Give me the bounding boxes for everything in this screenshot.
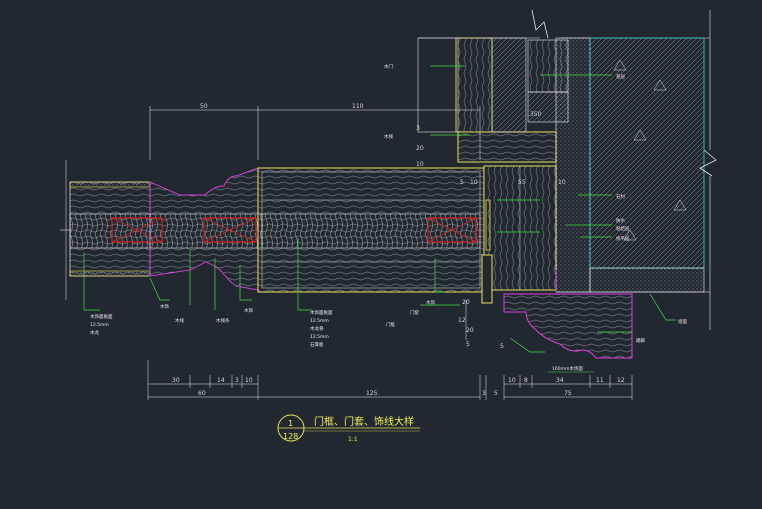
label-r1: 石材 (616, 193, 625, 200)
sheet-number: 128 (283, 432, 298, 441)
bottom-dim-r75: 75 (564, 390, 572, 397)
label-r4: 找平层 (616, 235, 630, 242)
inner-dim-20b: 20 (462, 299, 470, 306)
label-r6: 墙面 (678, 318, 687, 325)
label-stack-2: 12.5mm (310, 318, 329, 324)
bottom-dim-r8: 8 (524, 377, 528, 384)
bottom-dim-r10: 10 (508, 377, 516, 384)
label-mid-3: 木线条 (216, 317, 230, 324)
inner-dim-12: 12 (458, 317, 466, 324)
label-stack-1: 木饰面板面 (310, 309, 333, 316)
inner-dim-20c: 20 (466, 327, 474, 334)
bottom-dim-60: 60 (198, 390, 206, 397)
label-mid-1: 木饰 (160, 303, 169, 310)
detail-number: 1 (288, 419, 293, 428)
bottom-dim-14: 14 (217, 377, 225, 384)
inner-dim-5b: 5 (466, 341, 470, 348)
label-stack-4: 12.5mm (310, 334, 329, 340)
bottom-dim-r11: 11 (596, 377, 604, 384)
inner-dim-5c: 5 (500, 343, 504, 350)
leader-lines (83, 65, 676, 353)
right-casing-moulding (503, 293, 633, 359)
label-center-2: 门套 (410, 309, 419, 316)
top-dim-2: 110 (352, 103, 364, 110)
top-dimension-chain (149, 106, 481, 160)
blocking-pieces (111, 217, 477, 243)
bottom-dimension-chain (147, 300, 633, 400)
inner-dim-3: 3 (416, 125, 420, 132)
label-r5: 基层 (616, 73, 625, 80)
label-center-1: 木饰 (426, 299, 435, 306)
label-left-1: 木饰面板面 (90, 313, 113, 320)
bottom-dim-r3: 3 (482, 390, 486, 397)
label-mid-2: 木线 (175, 317, 184, 324)
bottom-dim-r34: 34 (556, 377, 564, 384)
label-stack-5: 石膏板 (310, 341, 324, 348)
concrete-wall (555, 10, 717, 330)
top-dim-1: 50 (200, 103, 208, 110)
callout-text: 160mm木饰面 (552, 365, 583, 372)
label-left-3: 木龙 (90, 329, 99, 336)
inner-dim-350: 350 (530, 111, 542, 118)
drawing-scale: 1:1 (348, 436, 358, 443)
bottom-dim-3: 3 (235, 377, 239, 384)
bottom-dim-r5: 5 (494, 390, 498, 397)
inner-dim-5: 5 (460, 179, 464, 186)
inner-dim-10a: 10 (470, 179, 478, 186)
inner-dim-10b: 10 (558, 179, 566, 186)
door-leaf-section (257, 167, 485, 293)
label-top-1: 木门 (384, 63, 393, 70)
inner-dim-55: 55 (518, 179, 526, 186)
label-r3: 粘结层 (616, 225, 630, 232)
bottom-dim-10: 10 (245, 377, 253, 384)
bottom-dim-r12: 12 (617, 377, 625, 384)
label-mid-4: 木饰 (244, 307, 253, 314)
door-frame-jamb (457, 131, 557, 304)
label-stack-3: 木龙骨 (310, 325, 324, 332)
label-top-2: 木线 (384, 133, 393, 140)
bottom-dim-125: 125 (366, 390, 378, 397)
inner-dim-10c: 10 (416, 161, 424, 168)
drawing-title: 门框、门套、饰线大样 (314, 415, 414, 428)
label-r7: 踢脚 (636, 337, 645, 344)
bottom-dim-30: 30 (172, 377, 180, 384)
title-block (277, 414, 420, 442)
label-r2: 防水 (616, 217, 625, 224)
label-left-2: 12.5mm (90, 322, 109, 328)
label-r8: 门框 (386, 321, 395, 328)
inner-dim-20: 20 (416, 145, 424, 152)
